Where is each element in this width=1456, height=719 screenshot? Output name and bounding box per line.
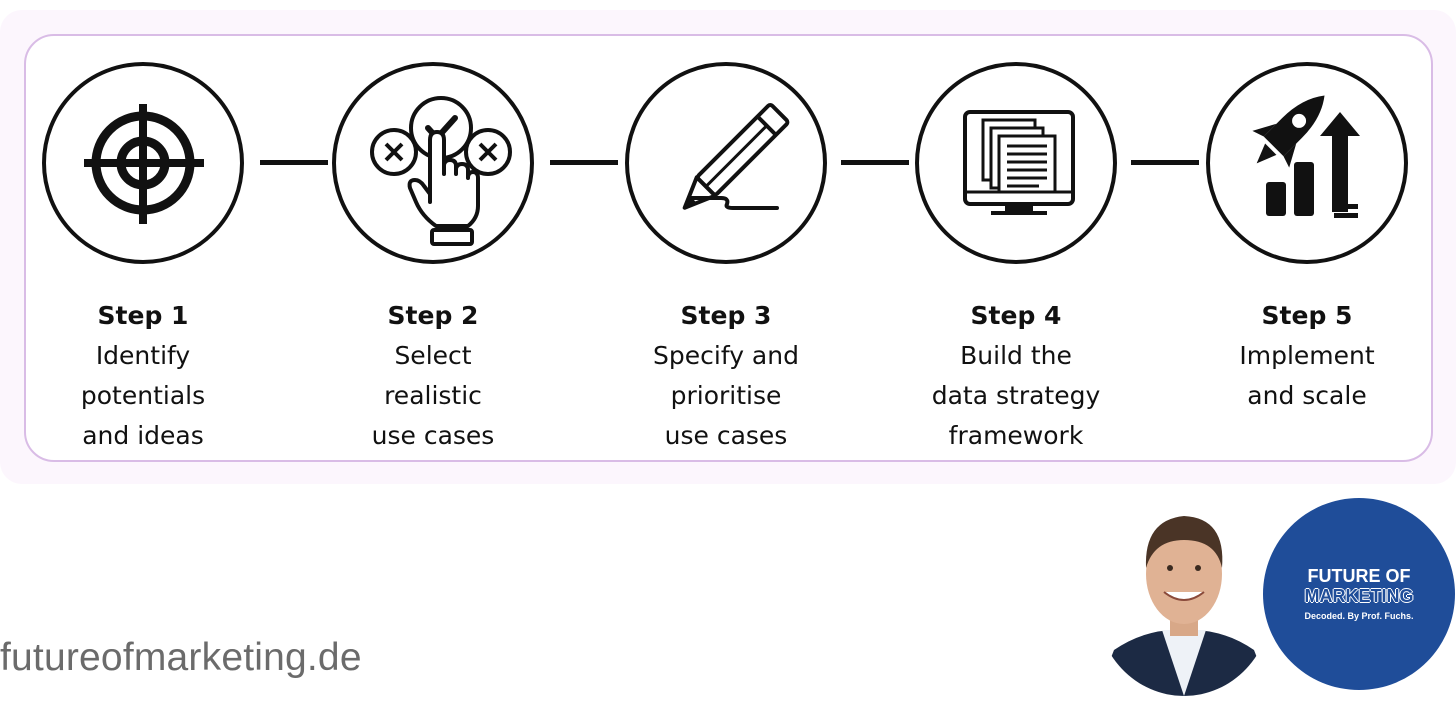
step-2-title: Step 2 — [387, 301, 479, 330]
step-1-title: Step 1 — [97, 301, 189, 330]
step-3-description: Specify and prioritise use cases — [653, 341, 799, 450]
pencil-icon — [682, 103, 790, 210]
step-3-circle — [625, 62, 827, 264]
target-crosshair-icon — [84, 104, 204, 224]
brand-logo: FUTURE OF MARKETING Decoded. By Prof. Fu… — [1263, 498, 1455, 690]
hand-select-check-icon — [370, 96, 512, 246]
website-url: futureofmarketing.de — [0, 636, 362, 679]
step-2-text: Step 2 Select realistic use cases — [313, 296, 553, 456]
step-3-title: Step 3 — [680, 301, 772, 330]
monitor-documents-icon — [963, 110, 1075, 215]
step-5-text: Step 5 Implement and scale — [1187, 296, 1427, 416]
step-3-text: Step 3 Specify and prioritise use cases — [606, 296, 846, 456]
connector-line-4-5 — [1131, 160, 1199, 165]
step-5-description: Implement and scale — [1239, 341, 1375, 410]
step-1-circle — [42, 62, 244, 264]
logo-line-1: FUTURE OF — [1307, 566, 1411, 586]
step-4-title: Step 4 — [970, 301, 1062, 330]
step-2-circle — [332, 62, 534, 264]
logo-line-2: MARKETING — [1304, 586, 1414, 606]
step-4-text: Step 4 Build the data strategy framework — [896, 296, 1136, 456]
connector-line-2-3 — [550, 160, 618, 165]
step-1-text: Step 1 Identify potentials and ideas — [23, 296, 263, 456]
connector-line-1-2 — [260, 160, 328, 165]
logo-tagline: Decoded. By Prof. Fuchs. — [1304, 611, 1414, 621]
avatar — [1096, 510, 1272, 696]
step-5-circle — [1206, 62, 1408, 264]
step-1-description: Identify potentials and ideas — [80, 341, 206, 450]
rocket-growth-icon — [1252, 95, 1360, 218]
step-4-description: Build the data strategy framework — [931, 341, 1101, 450]
step-2-description: Select realistic use cases — [371, 341, 495, 450]
step-5-title: Step 5 — [1261, 301, 1353, 330]
connector-line-3-4 — [841, 160, 909, 165]
step-4-circle — [915, 62, 1117, 264]
